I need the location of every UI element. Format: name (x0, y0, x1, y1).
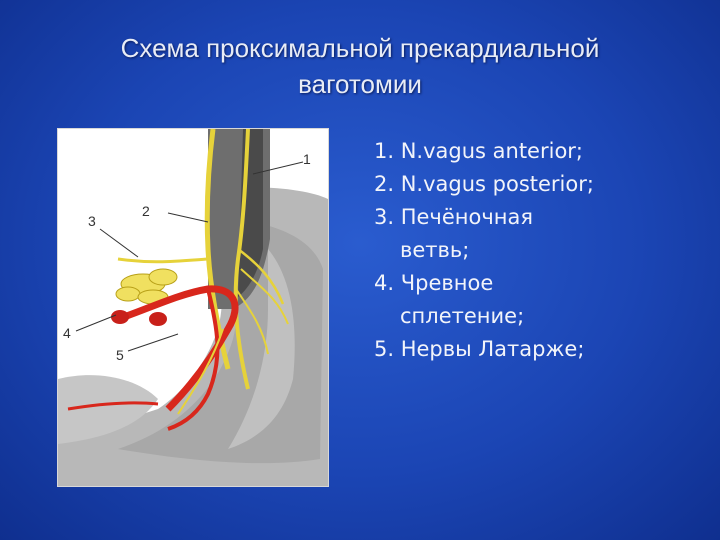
artery-stump-right (149, 312, 167, 326)
legend-item-text: 2. N.vagus posterior; (374, 172, 594, 196)
leader-line-2 (167, 212, 209, 223)
legend-item-text: 3. Печёночная (374, 205, 533, 229)
leader-line-4 (75, 314, 117, 332)
artery-stump-left (111, 310, 129, 324)
legend-item-continuation: ветвь; (400, 238, 470, 262)
legend-item: 2. N.vagus posterior; (374, 168, 714, 201)
artery-main (116, 285, 239, 412)
legend-item-text: 5. Нервы Латарже; (374, 337, 585, 361)
slide-title: Схема проксимальной прекардиальной вагот… (0, 30, 720, 102)
title-line-2: ваготомии (298, 69, 422, 99)
legend-item: 4. Чревное сплетение; (374, 267, 714, 333)
legend-item: 3. Печёночная ветвь; (374, 201, 714, 267)
leader-line-1 (252, 161, 304, 175)
label-2: 2 (142, 203, 150, 219)
nerve-branch-a (237, 248, 285, 305)
legend-item-text: 1. N.vagus anterior; (374, 139, 584, 163)
legend-item-continuation: сплетение; (400, 304, 525, 328)
vagus-anterior-nerve (204, 129, 231, 370)
vagus-posterior-nerve (233, 129, 250, 390)
leader-line-5 (127, 333, 179, 352)
label-4: 4 (63, 325, 71, 341)
artery-lesser-curve (67, 401, 159, 411)
stomach-highlight (228, 249, 295, 449)
legend-item: 1. N.vagus anterior; (374, 135, 714, 168)
latarjet-nerves (177, 328, 224, 415)
label-3: 3 (88, 213, 96, 229)
leader-line-3 (99, 228, 139, 258)
anatomy-illustration (58, 129, 328, 486)
label-1: 1 (303, 151, 311, 167)
nerve-branch-c (235, 288, 269, 355)
vagotomy-diagram: 1 2 3 4 5 (57, 128, 329, 487)
hepatic-branch (117, 257, 209, 264)
label-5: 5 (116, 347, 124, 363)
legend-list: 1. N.vagus anterior; 2. N.vagus posterio… (374, 135, 714, 366)
legend-item-text: 4. Чревное (374, 271, 494, 295)
lower-tissue (58, 375, 158, 444)
nerve-branch-b (240, 268, 289, 325)
legend-item: 5. Нервы Латарже; (374, 333, 714, 366)
title-line-1: Схема проксимальной прекардиальной (120, 33, 600, 63)
artery-gastric (167, 288, 220, 431)
